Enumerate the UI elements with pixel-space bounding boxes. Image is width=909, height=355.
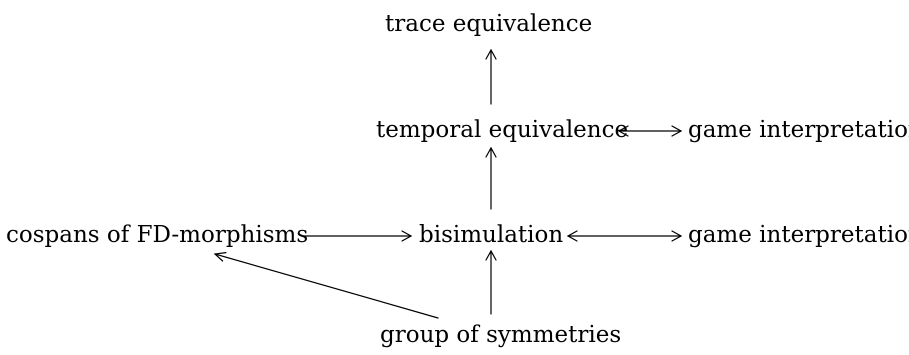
node-game-interpretation-bottom: game interpretation <box>688 222 909 248</box>
node-game-interpretation-top: game interpretation <box>688 117 909 143</box>
node-trace-equivalence: trace equivalence <box>385 11 593 37</box>
arrow-cospans-to-bisimulation <box>302 230 413 242</box>
node-group-of-symmetries: group of symmetries <box>380 322 622 348</box>
node-bisimulation: bisimulation <box>419 222 564 248</box>
arrow-bisimulation-game-biimplication <box>566 230 683 242</box>
node-temporal-equivalence: temporal equivalence <box>376 117 629 143</box>
arrow-bisimulation-to-temporal <box>485 146 497 210</box>
arrow-symmetries-to-bisimulation <box>485 249 497 315</box>
arrow-symmetries-to-cospans <box>213 252 439 319</box>
node-cospans-of-fd-morphisms: cospans of FD-morphisms <box>6 222 309 248</box>
arrow-temporal-to-trace <box>485 48 497 105</box>
arrow-temporal-game-biimplication <box>617 125 683 137</box>
